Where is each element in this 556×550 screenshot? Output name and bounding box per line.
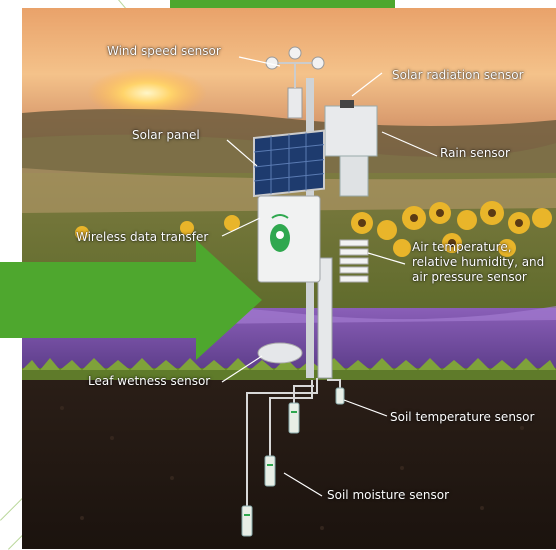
label-solar-panel: Solar panel <box>132 128 200 142</box>
label-wind-speed-sensor: Wind speed sensor <box>107 44 221 58</box>
radiation-shield <box>339 239 369 283</box>
data-logger-box <box>257 195 321 283</box>
label-soil-temperature-sensor: Soil temperature sensor <box>390 410 535 424</box>
leaf-wetness-sensor <box>257 342 303 364</box>
label-leaf-wetness-sensor: Leaf wetness sensor <box>88 374 211 388</box>
rain-gauge <box>324 100 378 197</box>
label-air-temperature-sensor: Air temperature, relative humidity, and … <box>412 240 545 284</box>
label-rain-sensor: Rain sensor <box>440 146 510 160</box>
weather-station-photo: Wind speed sensor Solar radiation sensor… <box>22 8 556 549</box>
label-solar-radiation-sensor: Solar radiation sensor <box>392 68 524 82</box>
label-wireless-data-transfer: Wireless data transfer <box>76 230 209 244</box>
scene-illustration <box>22 8 556 549</box>
anemometer <box>265 46 325 119</box>
accent-bar <box>170 0 395 8</box>
soil-probes <box>241 387 345 537</box>
pointer-arrow <box>0 240 262 360</box>
label-soil-moisture-sensor: Soil moisture sensor <box>327 488 450 502</box>
solar-panel <box>253 129 325 198</box>
